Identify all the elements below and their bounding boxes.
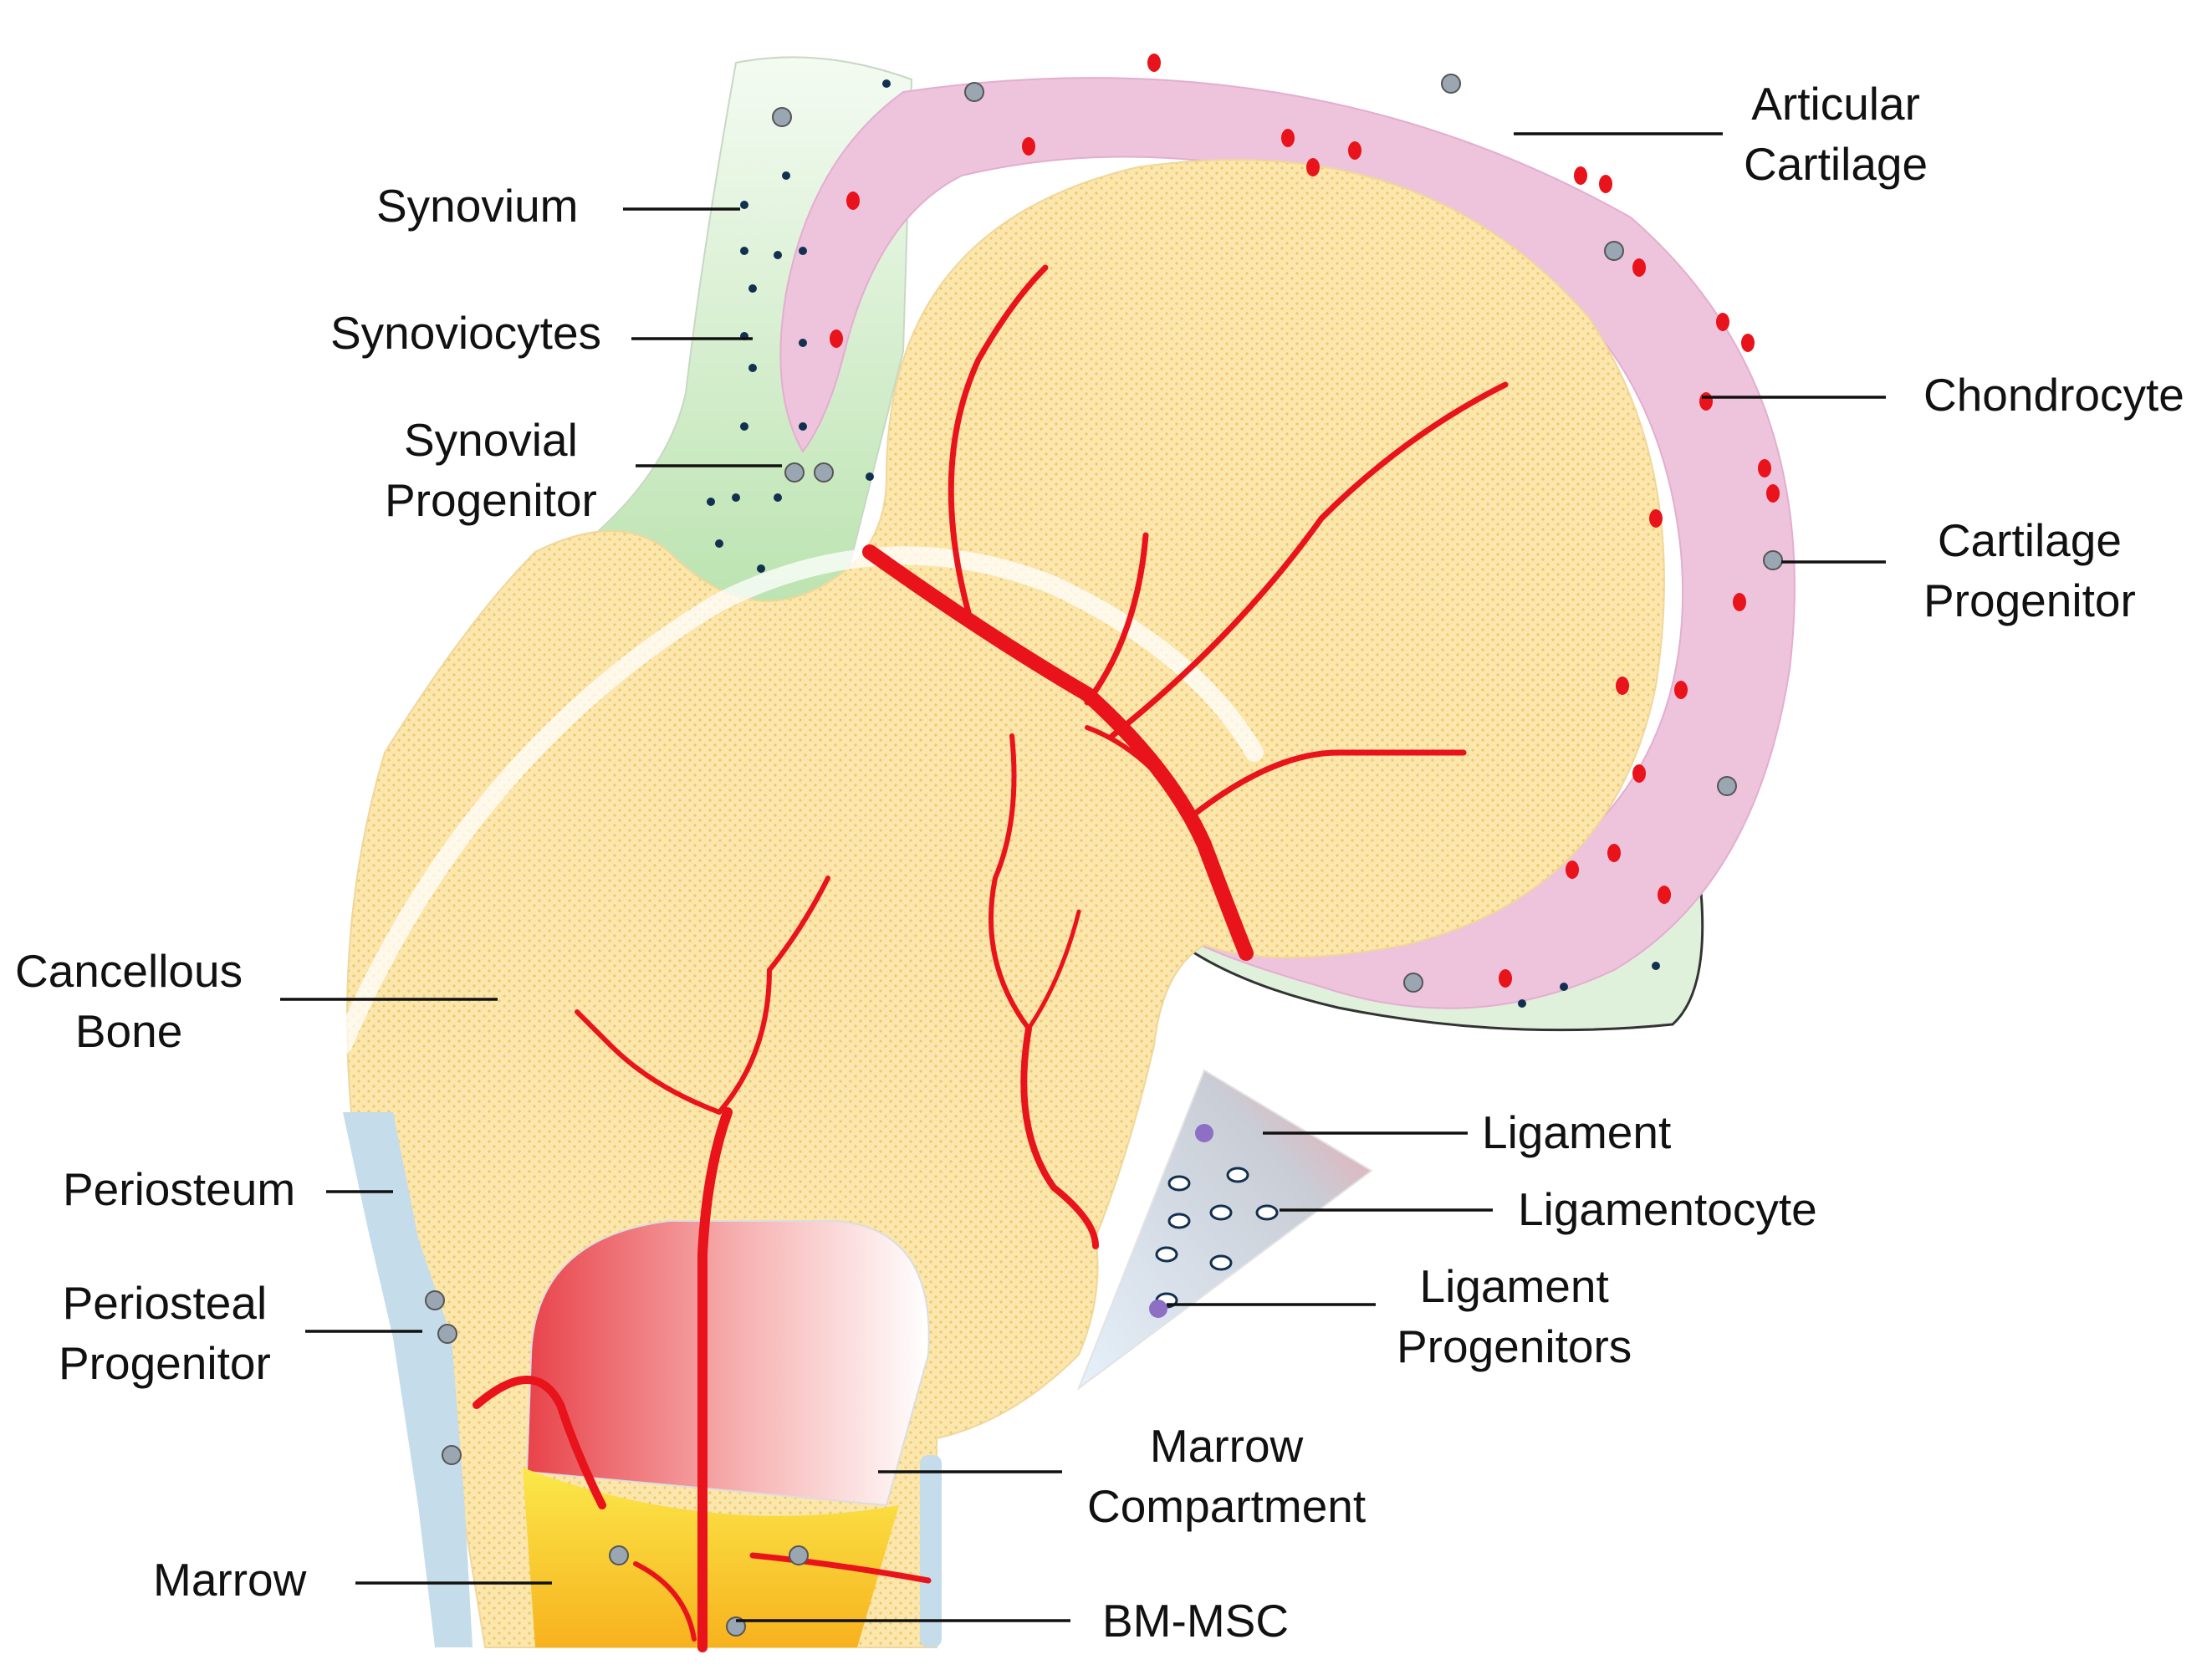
label-periosteal-progenitor: Periosteal Progenitor [59, 1277, 271, 1389]
blood-vessels [473, 264, 1509, 1652]
progenitor-cells [425, 74, 1783, 1637]
ligament-progenitor-cells [1149, 1124, 1213, 1318]
periosteum-left [343, 1112, 473, 1647]
label-synoviocytes: Synoviocytes [330, 307, 602, 359]
label-ligamentocyte: Ligamentocyte [1518, 1183, 1817, 1235]
label-periosteum: Periosteum [63, 1163, 296, 1215]
growth-plate-line [334, 546, 1264, 1055]
label-cancellous-bone: Cancellous Bone [15, 945, 243, 1057]
marrow-region [523, 1468, 899, 1647]
synoviocyte-cells [707, 79, 1660, 1008]
chondrocyte-cells [830, 54, 1780, 988]
marrow-compartment-cup [525, 1220, 930, 1507]
label-synovium: Synovium [376, 180, 579, 232]
label-cartilage-progenitor: Cartilage Progenitor [1923, 514, 2136, 626]
label-ligament-progenitors: Ligament Progenitors [1397, 1260, 1632, 1372]
periosteum-right [920, 1455, 942, 1647]
leader-lines [280, 132, 1886, 1622]
label-ligament: Ligament [1482, 1106, 1672, 1158]
label-chondrocyte: Chondrocyte [1923, 369, 2184, 421]
label-synovial-progenitor: Synovial Progenitor [385, 414, 597, 526]
label-bm-msc: BM-MSC [1102, 1595, 1290, 1647]
label-marrow: Marrow [153, 1554, 307, 1606]
label-marrow-compartment: Marrow Compartment [1087, 1420, 1367, 1532]
label-articular-cartilage: Articular Cartilage [1744, 78, 1928, 190]
